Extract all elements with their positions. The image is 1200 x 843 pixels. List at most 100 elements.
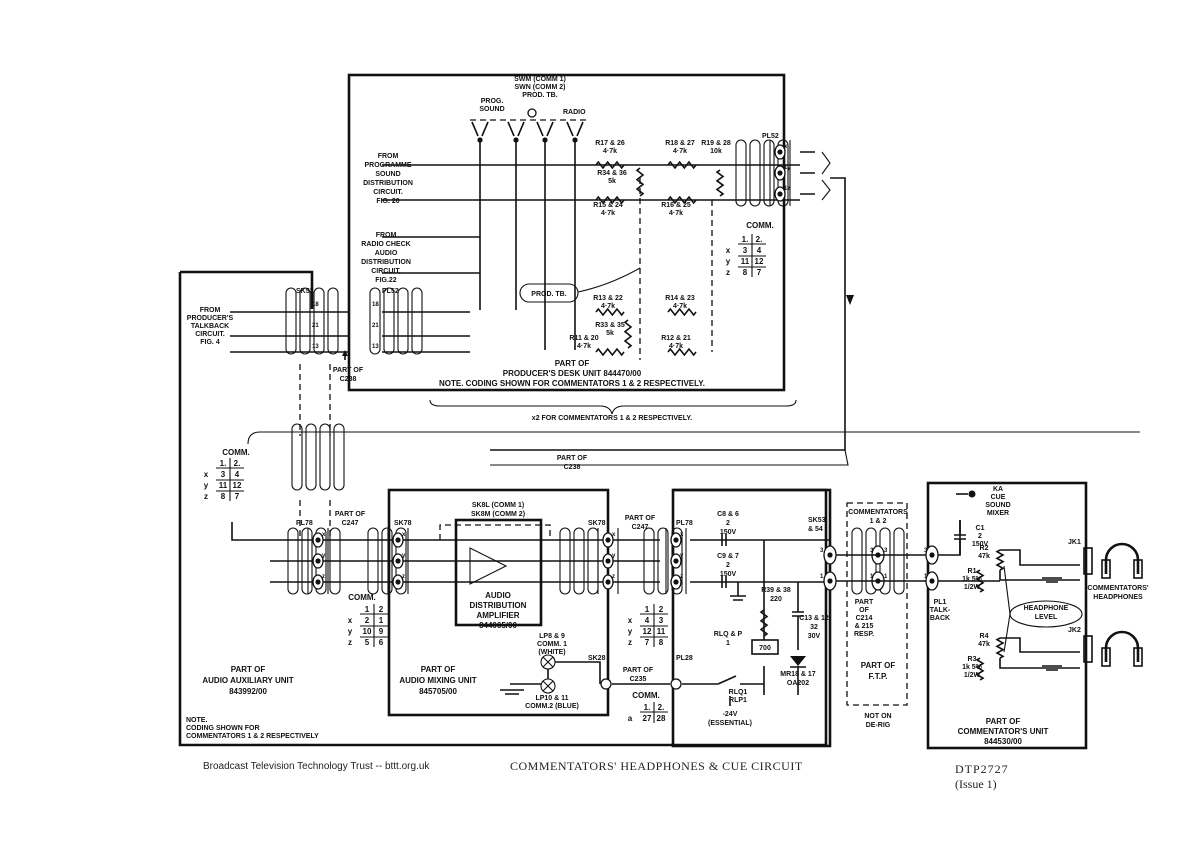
pl78-right-sleeve bbox=[643, 527, 655, 595]
pin-number: x bbox=[680, 532, 684, 538]
table-cell: 7 bbox=[235, 492, 240, 501]
sk52-label: SK52 bbox=[296, 288, 314, 295]
pin-number: 1z bbox=[784, 186, 790, 192]
jk2-label: JK2 bbox=[1068, 627, 1081, 634]
connector-contact bbox=[827, 552, 833, 558]
commentators-unit-label: 844530/00 bbox=[984, 737, 1022, 746]
pin-number: 1y bbox=[784, 165, 791, 171]
brace bbox=[429, 399, 797, 415]
pl78-sleeve bbox=[287, 527, 299, 595]
connector-contact bbox=[315, 558, 321, 564]
ka-label: MIXER bbox=[987, 510, 1009, 517]
producer-desk-label: PRODUCER'S DESK UNIT 844470/00 bbox=[503, 369, 642, 378]
r18-label: 4·7k bbox=[673, 148, 687, 155]
pin-number: y bbox=[612, 553, 616, 559]
not-derig-label: DE-RIG bbox=[866, 722, 891, 729]
pin-number: x bbox=[402, 532, 406, 538]
rlq-label: 1 bbox=[726, 640, 730, 647]
r3-label: R3 bbox=[968, 656, 977, 663]
prod-tb-callout bbox=[519, 283, 579, 303]
c13-label: 32 bbox=[810, 624, 818, 631]
drawing-issue: (Issue 1) bbox=[955, 777, 997, 791]
r18-label: R18 & 27 bbox=[665, 140, 695, 147]
resistor-r16 bbox=[667, 195, 697, 205]
connector-contact bbox=[315, 579, 321, 585]
r12-label: R12 & 21 bbox=[661, 335, 691, 342]
commentators-unit-outline bbox=[926, 481, 1088, 750]
pin-number: 21 bbox=[372, 323, 379, 329]
switch-contact bbox=[566, 121, 584, 137]
ftp-line bbox=[836, 554, 930, 582]
supply-label: -24V bbox=[723, 711, 738, 718]
sk53-label: & 54 bbox=[808, 526, 823, 533]
switch-label: PROD. TB. bbox=[522, 92, 557, 99]
c9-label: C9 & 7 bbox=[717, 553, 739, 560]
table-cell: 7 bbox=[757, 268, 762, 277]
pl78-right-sleeve bbox=[657, 527, 669, 595]
part-c238-label: PART OF bbox=[333, 367, 364, 374]
switch-knob bbox=[527, 108, 537, 118]
amplifier-symbol bbox=[469, 547, 508, 585]
table-cell: 28 bbox=[657, 714, 666, 723]
connector-contact bbox=[395, 537, 401, 543]
sk78-right-sleeve bbox=[559, 527, 571, 595]
table-cell: 3 bbox=[659, 616, 664, 625]
table-cell: z bbox=[348, 638, 352, 647]
supply-label: (ESSENTIAL) bbox=[708, 720, 752, 727]
r34-label: R34 & 36 bbox=[597, 170, 627, 177]
part-c214-label: RESP. bbox=[854, 631, 874, 638]
table-cell: z bbox=[628, 638, 632, 647]
comm-plug-sleeve bbox=[319, 423, 331, 491]
headphone-feed bbox=[999, 549, 1080, 669]
ftp-sleeve bbox=[851, 527, 863, 595]
r16-label: R16 & 25 bbox=[661, 202, 691, 209]
headphones-symbol bbox=[1104, 630, 1140, 662]
table-cell: z bbox=[726, 268, 730, 277]
prod-tb-label: PROD. TB. bbox=[531, 291, 566, 298]
from-programme-label: DISTRIBUTION bbox=[363, 180, 413, 187]
capacitor bbox=[721, 534, 727, 588]
commentators-label: 1 & 2 bbox=[870, 518, 887, 525]
producer-desk-label: NOTE. CODING SHOWN FOR COMMENTATORS 1 & … bbox=[439, 379, 705, 388]
table-cell: 12 bbox=[643, 627, 652, 636]
x2-label: x2 FOR COMMENTATORS 1 & 2 RESPECTIVELY. bbox=[532, 415, 692, 422]
lp8-label: LP8 & 9 bbox=[539, 633, 565, 640]
sk78-label: SK78 bbox=[394, 520, 412, 527]
radio-label: RADIO bbox=[563, 109, 586, 116]
table-cell: x bbox=[726, 246, 731, 255]
pl78-right-label: PL78 bbox=[676, 520, 693, 527]
table-cell: 6 bbox=[379, 638, 384, 647]
c8-label: C8 & 6 bbox=[717, 511, 739, 518]
table-cell: 9 bbox=[379, 627, 384, 636]
pin-number: 3 bbox=[884, 548, 888, 554]
comm-table-title: COMM. bbox=[746, 221, 774, 230]
cable-link bbox=[299, 364, 331, 540]
sk8-label: SK8L (COMM 1) bbox=[472, 502, 524, 509]
r11-label: 4·7k bbox=[577, 343, 591, 350]
resistor-r13 bbox=[595, 307, 625, 317]
r3-label: 1k 5% bbox=[962, 664, 983, 671]
headphone-level-label: HEADPHONE bbox=[1024, 605, 1069, 612]
connector-contact bbox=[929, 552, 935, 558]
resistor-r14 bbox=[667, 307, 697, 317]
pl52-sleeve bbox=[735, 139, 747, 207]
connector-contact bbox=[605, 579, 611, 585]
producer-desk-label: PART OF bbox=[555, 359, 590, 368]
table-cell: 10 bbox=[363, 627, 372, 636]
not-derig-label: NOT ON bbox=[864, 713, 891, 720]
pin-number: x bbox=[322, 532, 326, 538]
drawing-number: DTP2727 bbox=[955, 762, 1009, 776]
resistor-r39 bbox=[759, 609, 769, 637]
commentators-unit-label: PART OF bbox=[986, 717, 1021, 726]
lp10-label: COMM.2 (BLUE) bbox=[525, 703, 579, 710]
r14-label: R14 & 23 bbox=[665, 295, 695, 302]
from-programme-label: SOUND bbox=[375, 171, 400, 178]
pin-number: z bbox=[612, 574, 615, 580]
ground bbox=[1042, 577, 1062, 671]
part-c214-label: C214 bbox=[856, 615, 873, 622]
pin-number: 1 bbox=[870, 574, 874, 580]
table-cell: 11 bbox=[657, 627, 666, 636]
resistor-r18 bbox=[667, 160, 697, 170]
mr18-label: MR18 & 17 bbox=[780, 671, 816, 678]
